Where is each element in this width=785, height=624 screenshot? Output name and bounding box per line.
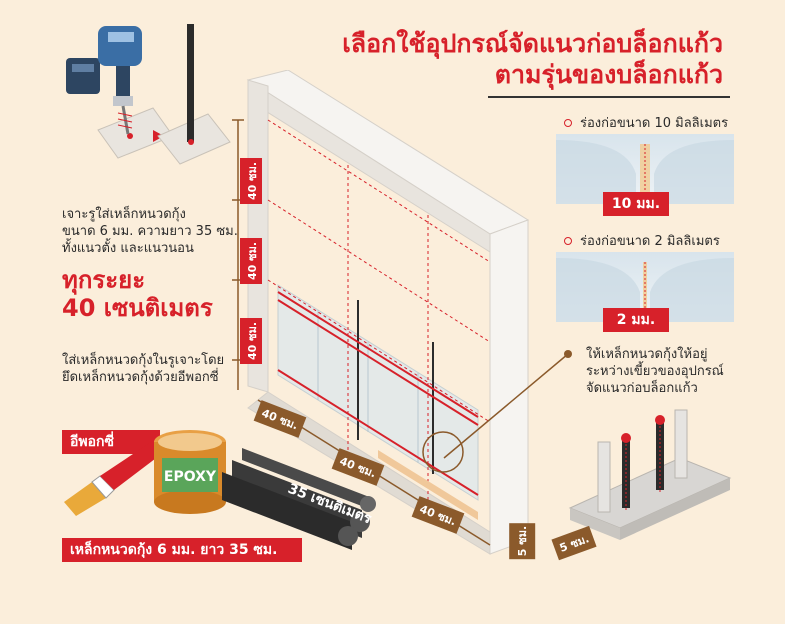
page-title: เลือกใช้อุปกรณ์จัดแนวก่อบล็อกแก้ว ตามรุ่… — [342, 28, 723, 90]
detail-circle — [422, 431, 464, 473]
epoxy-can-icon: EPOXY — [154, 430, 226, 514]
gap-10-diagram — [556, 140, 734, 204]
alignment-clip-detail — [568, 409, 732, 540]
epoxy-text-1: ใส่เหล็กหนวดกุ้งในรูเจาะโดย — [62, 353, 225, 368]
interval-line-1: ทุกระยะ — [62, 266, 146, 294]
rebar-icon — [157, 24, 231, 165]
epoxy-label: อีพอกซี่ — [62, 430, 160, 454]
callout-line-1: ให้เหล็กหนวดกุ้งให้อยู่ — [586, 347, 708, 362]
base-strip — [378, 450, 478, 520]
dimension-edge: 5 ซม. — [509, 522, 536, 560]
callout-line-2: ระหว่างเขี้ยวของอุปกรณ์ — [586, 364, 724, 379]
epoxy-instructions: ใส่เหล็กหนวดกุ้งในรูเจาะโดย ยึดเหล็กหนวด… — [62, 352, 224, 386]
gap-label-2: 2 มม. — [603, 308, 669, 332]
callout-line-3: จัดแนวก่อบล็อกแก้ว — [586, 381, 698, 396]
drill-text-3: ทั้งแนวตั้ง และแนวนอน — [62, 241, 194, 256]
epoxy-illustration: EPOXY 35 เซนติเมตร — [64, 430, 376, 550]
callout-text: ให้เหล็กหนวดกุ้งให้อยู่ ระหว่างเขี้ยวของ… — [586, 346, 724, 397]
vertical-dimension-line — [232, 119, 244, 390]
gap-caption-2: ร่องก่อขนาด 2 มิลลิเมตร — [564, 230, 720, 251]
rebar-spec-label: เหล็กหนวดกุ้ง 6 มม. ยาว 35 ซม. — [62, 538, 302, 562]
wall-frame-illustration — [232, 70, 530, 555]
drill-instructions: เจาะรูใส่เหล็กหนวดกุ้ง ขนาด 6 มม. ความยา… — [62, 206, 238, 257]
interval-heading: ทุกระยะ 40 เซนติเมตร — [62, 266, 213, 322]
gap-caption-10-text: ร่องก่อขนาด 10 มิลลิเมตร — [580, 116, 729, 131]
dimension-v-3: 40 ซม. — [240, 318, 262, 364]
epoxy-text-2: ยึดเหล็กหนวดกุ้งด้วยอีพอกซี่ — [62, 370, 219, 385]
title-rule — [488, 96, 730, 98]
drill-icon — [66, 26, 174, 159]
alignment-clip-icon — [568, 409, 732, 540]
title-line-2: ตามรุ่นของบล็อกแก้ว — [494, 60, 723, 89]
dimension-v-1: 40 ซม. — [240, 158, 262, 204]
rebar-bundle-icon: 35 เซนติเมตร — [222, 448, 376, 550]
gap-2-diagram — [556, 258, 734, 322]
gap-caption-2-text: ร่องก่อขนาด 2 มิลลิเมตร — [580, 234, 720, 249]
drill-text-1: เจาะรูใส่เหล็กหนวดกุ้ง — [62, 207, 186, 222]
epoxy-can-text: EPOXY — [164, 469, 217, 485]
dimension-v-2: 40 ซม. — [240, 238, 262, 284]
drill-text-2: ขนาด 6 มม. ความยาว 35 ซม. — [62, 224, 238, 239]
drill-illustration — [66, 24, 231, 165]
bullet-ring-icon — [564, 236, 572, 245]
gap-label-10: 10 มม. — [603, 192, 669, 216]
gap-panel-10 — [556, 134, 734, 204]
callout-leader — [443, 350, 572, 459]
rebar-lines — [267, 119, 491, 500]
gap-caption-10: ร่องก่อขนาด 10 มิลลิเมตร — [564, 112, 728, 133]
alignment-rails — [277, 291, 479, 496]
interval-line-2: 40 เซนติเมตร — [62, 294, 213, 322]
title-line-1: เลือกใช้อุปกรณ์จัดแนวก่อบล็อกแก้ว — [342, 29, 723, 58]
bullet-ring-icon — [564, 118, 572, 127]
